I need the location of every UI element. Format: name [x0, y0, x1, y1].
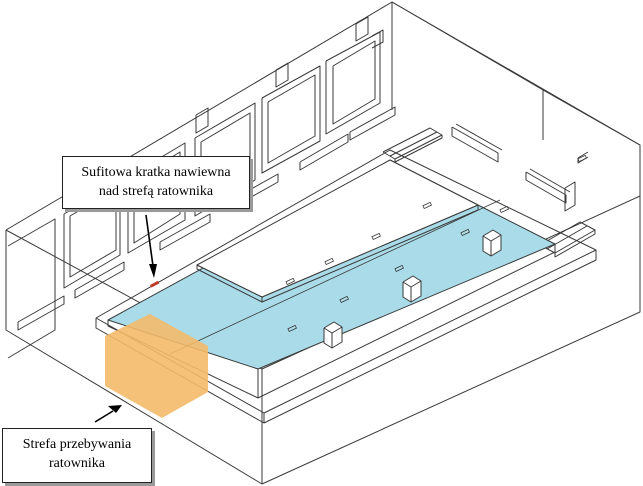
rescuer-zone [105, 314, 208, 418]
rescuer-zone-label-line2: ratownika [49, 456, 105, 471]
starting-blocks [323, 229, 502, 349]
floor-grilles [285, 155, 587, 332]
rescuer-zone-callout: Strefa przebywania ratownika [2, 428, 152, 483]
leader-arrows [94, 214, 157, 423]
ceiling-grille-callout: Sufitowa kratka nawiewna nad strefą rato… [62, 156, 250, 209]
ceiling-grille-label-line2: nad strefą ratownika [98, 184, 214, 199]
ceiling-grille-marker [149, 280, 160, 288]
pool-steps [382, 127, 596, 258]
right-wall-fixtures [451, 123, 589, 212]
ceiling-grille-label-line1: Sufitowa kratka nawiewna [81, 165, 231, 180]
rescuer-zone-label-line1: Strefa przebywania [22, 437, 132, 452]
